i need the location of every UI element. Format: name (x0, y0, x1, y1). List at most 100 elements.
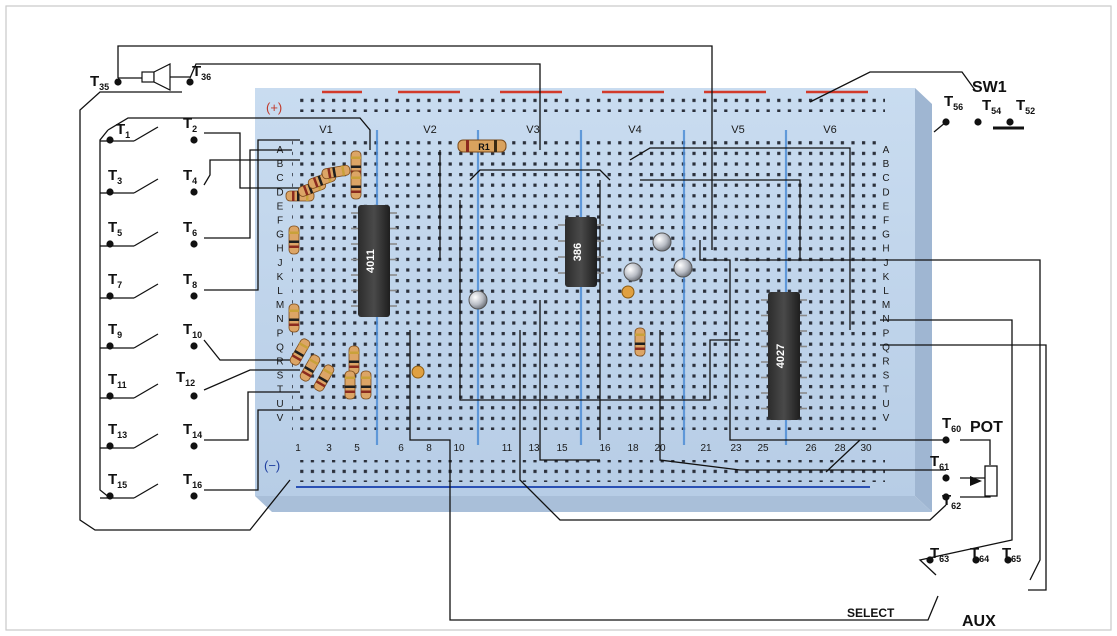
chip-4011-label: 4011 (365, 249, 377, 273)
chip-386: 386 (565, 217, 597, 287)
row-label: M (276, 300, 284, 311)
column-label: 26 (805, 443, 817, 454)
column-label: 11 (502, 443, 513, 454)
voltage-label: V5 (731, 124, 744, 136)
row-label: Q (276, 342, 284, 353)
terminal-dot (1006, 118, 1014, 126)
terminal-dot (190, 136, 198, 144)
column-label: 28 (834, 443, 846, 454)
column-label: 23 (730, 443, 742, 454)
row-label: D (882, 187, 889, 198)
column-label: 30 (860, 443, 872, 454)
terminal-dot (106, 392, 114, 400)
terminal-label: T10 (183, 321, 202, 340)
terminal-label: T13 (108, 421, 127, 440)
switch-blade (133, 483, 159, 499)
rail-positive-label: (+) (266, 100, 282, 115)
voltage-label: V2 (423, 124, 436, 136)
chip-pins (351, 212, 807, 410)
terminal-label: T62 (942, 492, 961, 511)
row-label: E (277, 201, 284, 212)
terminal-dot (190, 442, 198, 450)
terminal-label: T16 (183, 471, 202, 490)
speaker-icon (118, 63, 190, 91)
row-label: C (276, 173, 283, 184)
row-label: K (277, 272, 284, 283)
row-label: F (883, 216, 889, 227)
terminal-label: T15 (108, 471, 127, 490)
terminal-label: T1 (116, 121, 130, 140)
terminal-dot (926, 556, 934, 564)
row-label: L (277, 286, 283, 297)
terminal-dot (190, 188, 198, 196)
row-label: E (883, 201, 890, 212)
terminal-label: T2 (183, 115, 197, 134)
row-label: U (276, 399, 283, 410)
resistor (321, 164, 351, 180)
pot-label: POT (970, 419, 1003, 436)
terminal-label: T12 (176, 369, 195, 388)
sw1-label: SW1 (972, 79, 1007, 96)
chip-4027: 4027 (768, 292, 800, 420)
column-label: 10 (453, 443, 465, 454)
resistor (344, 370, 356, 400)
terminal-dot (1004, 556, 1012, 564)
switch-blade (133, 283, 159, 299)
rail-negative-label: (−) (264, 458, 280, 473)
row-label: R (276, 357, 283, 368)
column-label: 1 (295, 443, 301, 454)
terminal-dot (942, 474, 950, 482)
column-label: 5 (354, 443, 360, 454)
row-label: M (882, 300, 890, 311)
aux-label: AUX (962, 613, 996, 630)
terminal-dot (972, 556, 980, 564)
switch-blade (133, 333, 159, 349)
row-label: R (882, 357, 889, 368)
column-label: 18 (627, 443, 639, 454)
chip-4011: 4011 (358, 205, 390, 317)
terminal-dot (106, 342, 114, 350)
terminal-dot (106, 492, 114, 500)
terminal-dot (190, 292, 198, 300)
row-label: J (884, 258, 889, 269)
column-label: 21 (700, 443, 712, 454)
resistor (348, 345, 360, 375)
terminal-dot (942, 493, 950, 501)
voltage-label: V6 (823, 124, 836, 136)
select-label: SELECT (847, 606, 895, 620)
column-label: 16 (599, 443, 611, 454)
row-label: U (882, 399, 889, 410)
resistor (360, 370, 372, 400)
row-label: G (276, 230, 284, 241)
row-label: K (883, 272, 890, 283)
switch-blade (133, 383, 159, 399)
breadboard (255, 88, 932, 512)
terminal-label: T65 (1002, 545, 1021, 564)
terminal-dot (942, 436, 950, 444)
terminal-label: T3 (108, 167, 122, 186)
terminal-label: T6 (183, 219, 197, 238)
terminal-label: T63 (930, 545, 949, 564)
terminal-label: T14 (183, 421, 202, 440)
resistor (288, 303, 300, 333)
resistor (313, 364, 335, 392)
row-label: P (277, 328, 284, 339)
terminal-dot (190, 392, 198, 400)
column-label: 15 (556, 443, 568, 454)
row-label: N (276, 314, 283, 325)
row-label: C (882, 173, 889, 184)
resistor (634, 327, 646, 357)
row-label: S (883, 371, 890, 382)
chip-386-label: 386 (572, 243, 584, 261)
wiring (79, 45, 1047, 621)
resistor (289, 338, 311, 366)
resistor-r1: R1 (457, 139, 507, 153)
row-label: L (883, 286, 889, 297)
terminal-dot (114, 78, 122, 86)
row-label: G (882, 230, 890, 241)
terminal-label: T35 (90, 73, 109, 92)
row-label: B (883, 159, 890, 170)
